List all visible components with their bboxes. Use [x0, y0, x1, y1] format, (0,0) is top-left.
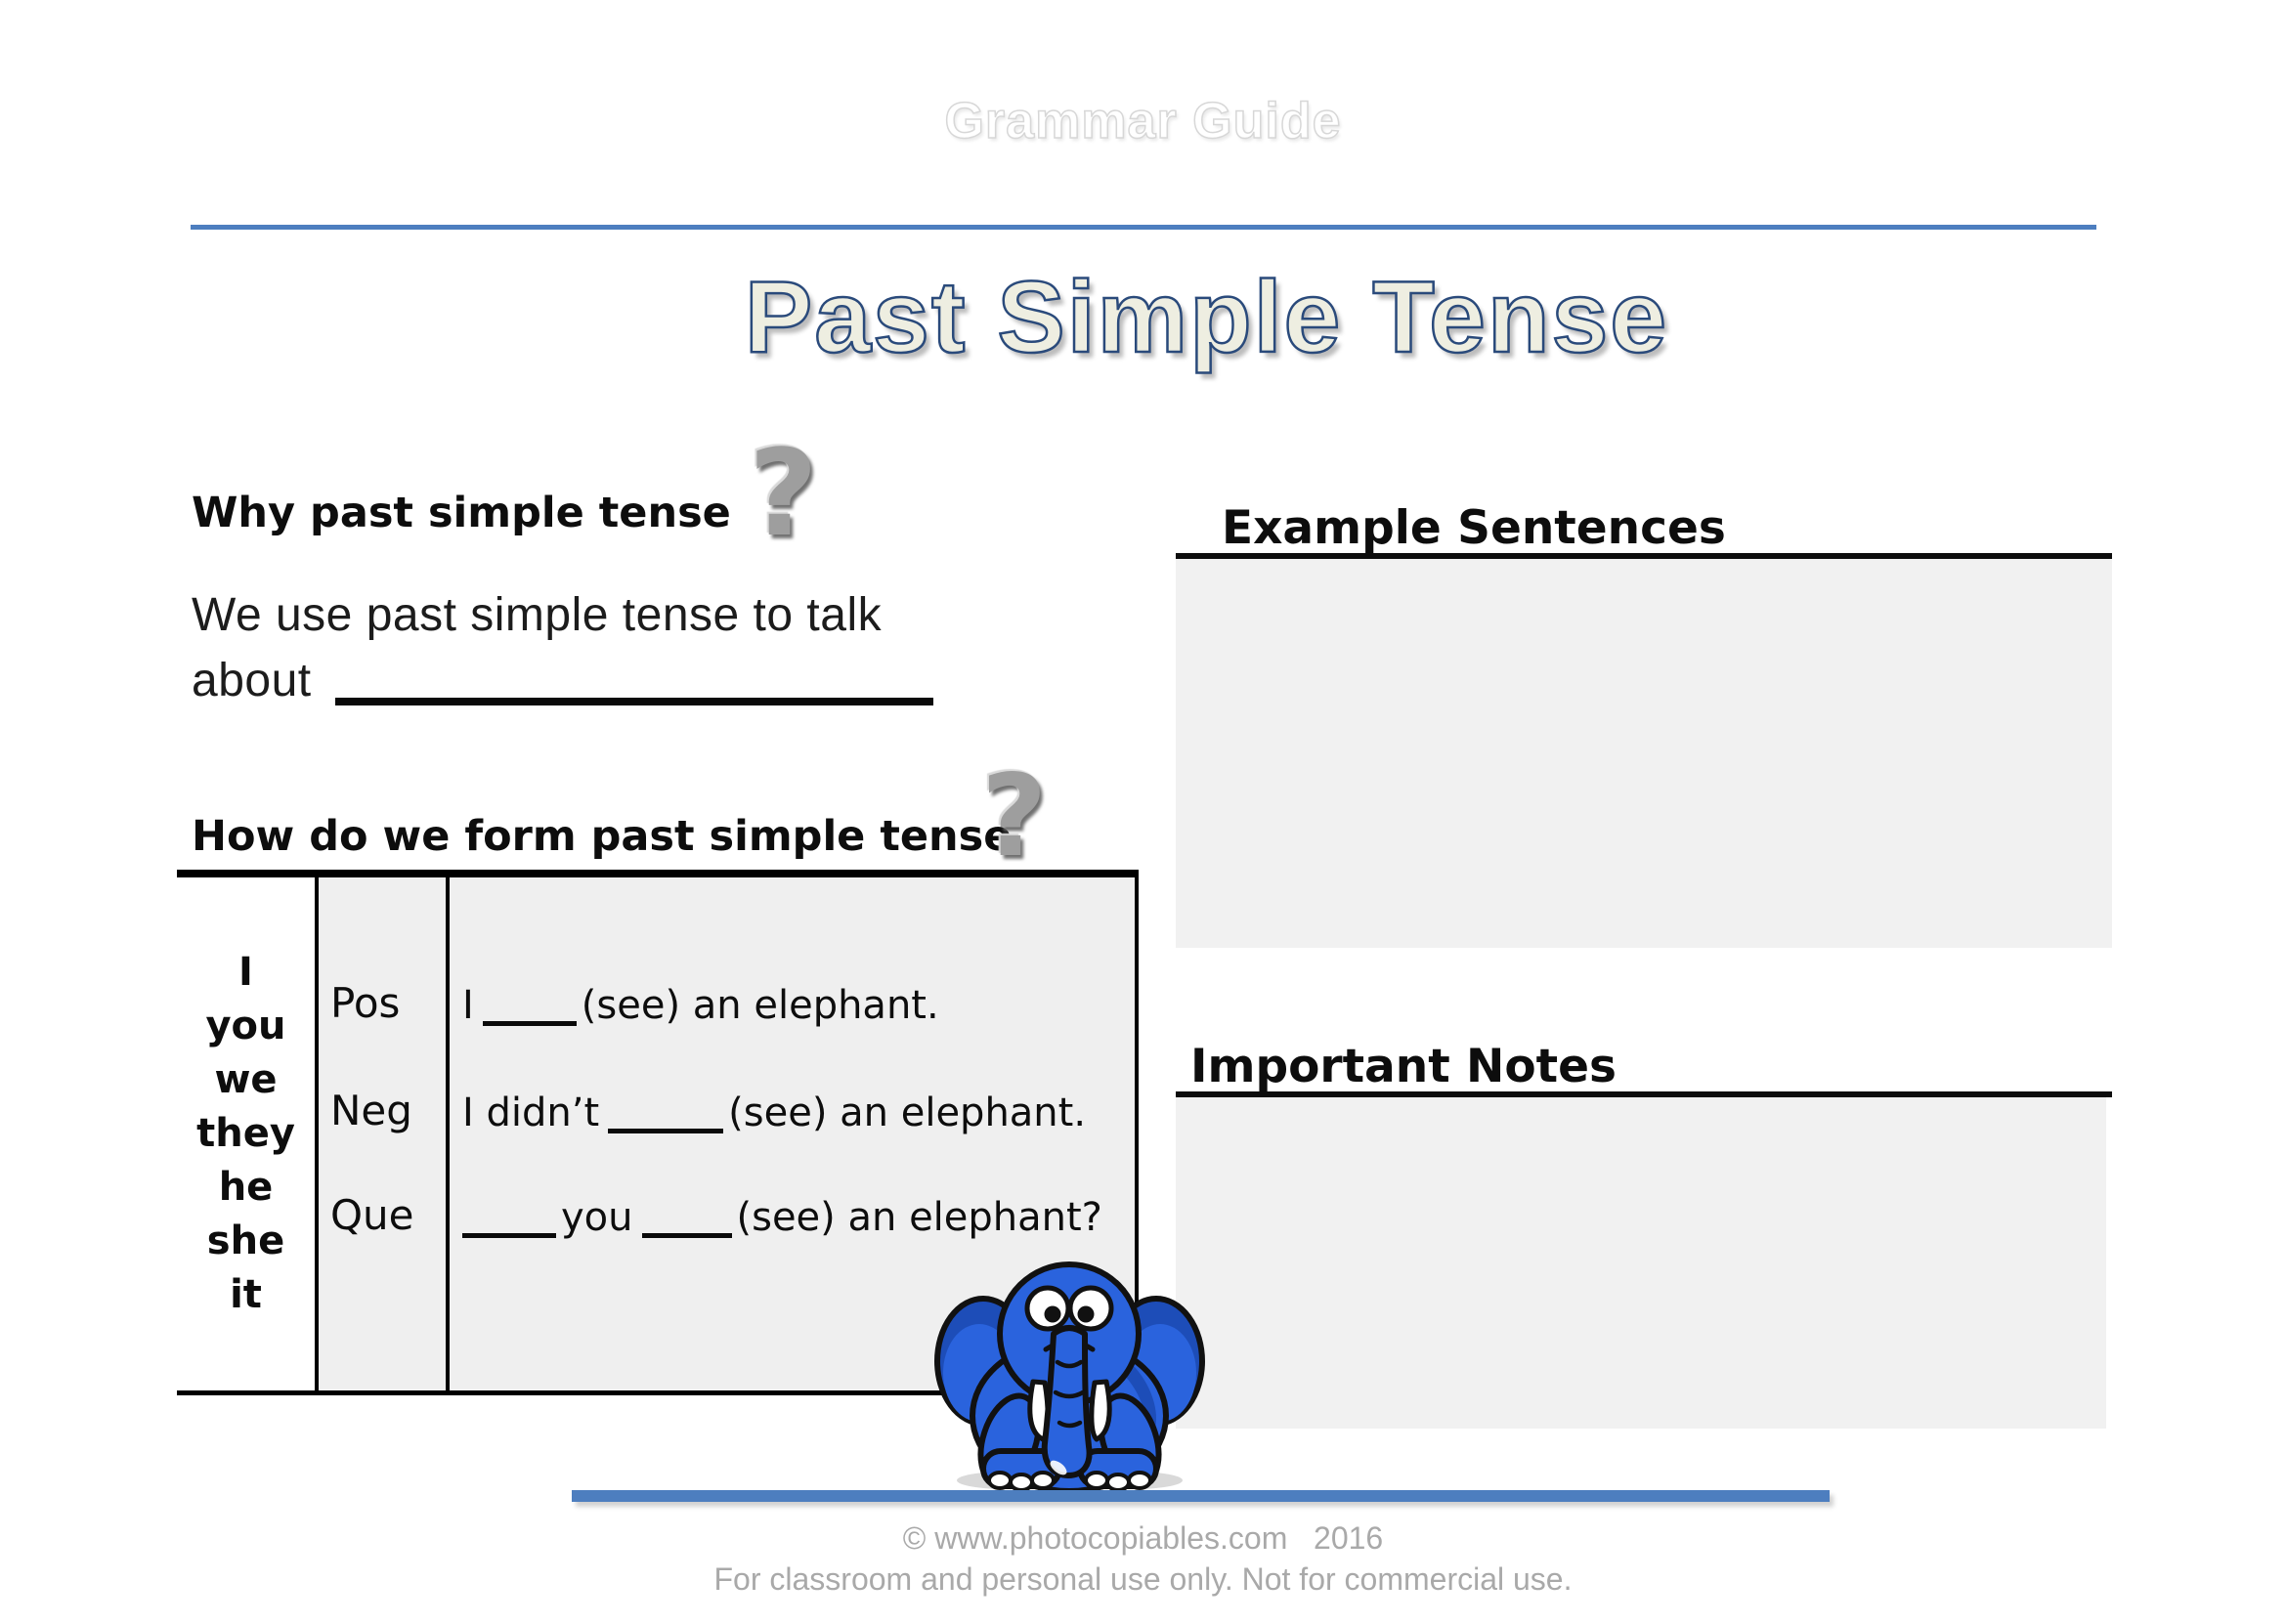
question-mark-icon: ? — [981, 750, 1048, 882]
row-label-positive: Pos — [330, 979, 401, 1027]
negative-sentence: I didn’t (see) an elephant. — [462, 1087, 1132, 1139]
pronoun-item: it — [230, 1272, 262, 1317]
table-top-border — [177, 870, 1139, 877]
important-notes-underline — [1176, 1091, 2112, 1097]
question-mark-icon: ? — [749, 424, 818, 563]
table-bottom-border — [177, 1390, 1139, 1395]
answer-blank — [462, 1211, 556, 1238]
why-section-heading: Why past simple tense — [192, 489, 731, 537]
pronoun-column: I you we they he she it — [177, 877, 315, 1390]
positive-sentence: I (see) an elephant. — [462, 979, 1132, 1032]
important-notes-heading: Important Notes — [1190, 1040, 1617, 1093]
form-type-column — [315, 877, 446, 1390]
sentence-text: I didn’t — [462, 1090, 600, 1135]
answer-blank — [482, 999, 577, 1026]
why-body-line2-prefix: about — [192, 655, 312, 706]
sentence-text: (see) an elephant. — [581, 983, 939, 1028]
row-label-negative: Neg — [330, 1087, 412, 1134]
why-body-line2: about — [192, 648, 1071, 713]
answer-blank-line — [334, 672, 933, 705]
footer-copyright: © www.photocopiables.com 2016 — [902, 1520, 1384, 1556]
bottom-divider-line — [572, 1490, 1830, 1502]
sentence-text: (see) an elephant. — [728, 1090, 1087, 1135]
document-header-title: Grammar Guide — [944, 92, 1342, 150]
answer-blank — [641, 1211, 732, 1238]
pronoun-item: he — [218, 1165, 274, 1210]
page-title: Past Simple Tense — [744, 260, 1669, 376]
elephant-illustration — [934, 1261, 1205, 1493]
why-body-text: We use past simple tense to talk about — [192, 582, 1071, 713]
sentence-text: (see) an elephant? — [736, 1195, 1102, 1240]
example-sentences-underline — [1176, 553, 2112, 559]
sentence-text: you — [561, 1195, 633, 1240]
example-sentences-writing-area — [1176, 559, 2112, 948]
footer-license: For classroom and personal use only. Not… — [713, 1561, 1573, 1597]
question-sentence: you (see) an elephant? — [462, 1191, 1132, 1244]
answer-blank — [608, 1106, 724, 1133]
row-label-question: Que — [330, 1191, 414, 1239]
important-notes-writing-area — [1176, 1097, 2106, 1429]
example-sentences-heading: Example Sentences — [1222, 501, 1726, 555]
form-section-heading: How do we form past simple tense — [192, 812, 1013, 861]
pronoun-item: we — [214, 1057, 278, 1102]
pronoun-item: they — [196, 1111, 295, 1156]
pronoun-item: you — [205, 1004, 286, 1048]
pronoun-item: she — [206, 1218, 285, 1263]
pronoun-item: I — [238, 950, 253, 995]
why-body-line1: We use past simple tense to talk — [192, 589, 883, 641]
top-divider-line — [191, 225, 2096, 230]
sentence-text: I — [462, 983, 474, 1028]
